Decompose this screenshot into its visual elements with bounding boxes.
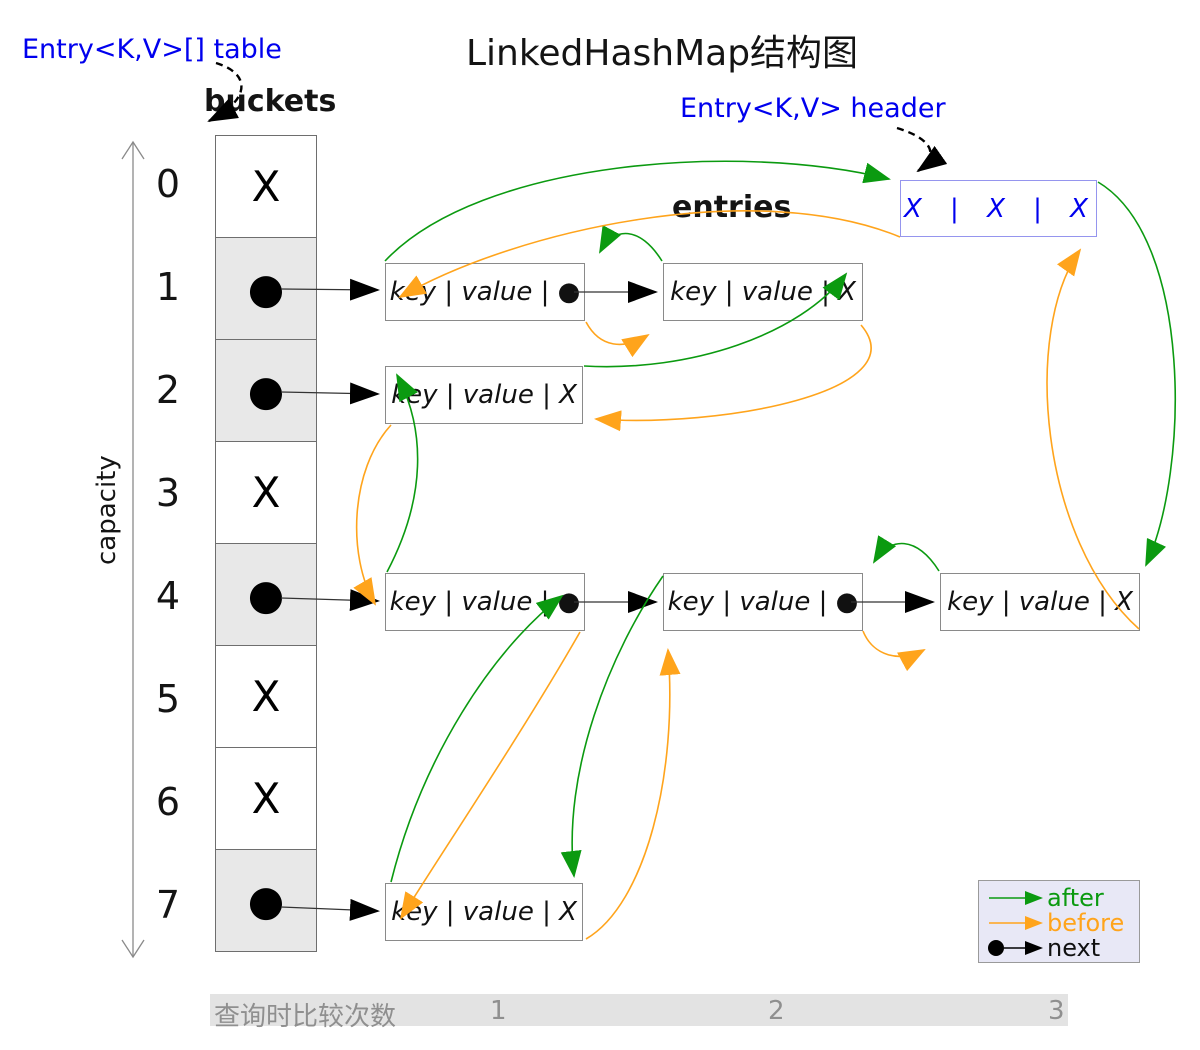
legend: after before next — [978, 880, 1140, 963]
bucket-cell-0: X — [215, 135, 317, 238]
after-arrow-row1-loop — [599, 225, 663, 262]
legend-label-before: before — [1047, 908, 1125, 937]
bucket-cell-6: X — [215, 747, 317, 850]
after-arrow-header-to-row4 — [1097, 181, 1177, 567]
entry-node-bucket1-second: key | value | X — [663, 263, 863, 321]
after-arrow-row7-to-row4 — [390, 594, 564, 883]
bucket-index-6: 6 — [155, 780, 180, 824]
bucket-cell-value: X — [251, 774, 281, 823]
bucket-index-0: 0 — [155, 162, 180, 206]
legend-item-next: next — [985, 935, 1139, 960]
after-arrow-icon — [989, 890, 1043, 905]
bucket-pointer-dot: ● — [247, 366, 285, 415]
before-arrow-row4-to-row7 — [399, 631, 581, 920]
entry-node-text: key | value | ● — [667, 587, 859, 617]
buckets-label: buckets — [204, 84, 337, 119]
entry-node-bucket4-first: key | value | ● — [385, 573, 585, 631]
comparison-count-1: 1 — [490, 996, 507, 1026]
bucket-pointer-dot: ● — [247, 264, 285, 313]
entry-node-bucket4-third: key | value | X — [940, 573, 1140, 631]
comparison-count-2: 2 — [768, 996, 785, 1026]
header-node-text: X | X | X — [903, 193, 1093, 224]
entry-node-bucket7-first: key | value | X — [385, 883, 583, 941]
bucket-index-3: 3 — [155, 471, 180, 515]
bucket-pointer-dot: ● — [247, 876, 285, 925]
bucket-cell-4: ● — [215, 543, 317, 646]
bucket-index-2: 2 — [155, 368, 180, 412]
entry-node-bucket1-first: key | value | ● — [385, 263, 585, 321]
entry-node-text: key | value | ● — [389, 277, 581, 307]
before-arrow-row4-loop — [862, 630, 926, 672]
after-arrow-row4-loop — [872, 535, 940, 572]
before-arrow-row7-to-row4 — [585, 648, 681, 940]
comparison-count-band: 查询时比较次数 1 2 3 — [210, 994, 1068, 1032]
legend-label-next: next — [1047, 933, 1101, 962]
legend-item-before: before — [985, 910, 1139, 935]
before-arrow-row1-to-row2 — [594, 324, 872, 432]
entry-node-text: key | value | X — [391, 897, 577, 927]
after-arrow-to-header — [384, 160, 891, 262]
bucket-cell-value: X — [251, 672, 281, 721]
comparison-count-label: 查询时比较次数 — [214, 1002, 397, 1032]
bucket-index-4: 4 — [155, 574, 180, 618]
legend-item-after: after — [985, 885, 1139, 910]
bucket-cell-value: X — [251, 468, 281, 517]
after-arrow-row4-to-row7 — [560, 575, 664, 878]
header-node: X | X | X — [900, 180, 1097, 237]
before-arrow-row1-loop — [585, 321, 650, 358]
entry-node-text: key | value | X — [947, 587, 1133, 617]
next-arrow-icon — [988, 939, 1043, 956]
comparison-count-3: 3 — [1048, 996, 1065, 1026]
bucket-cell-3: X — [215, 441, 317, 544]
bucket-index-5: 5 — [155, 677, 180, 721]
bucket-cell-value: X — [251, 162, 281, 211]
bucket-cell-2: ● — [215, 339, 317, 442]
page-title: LinkedHashMap结构图 — [465, 33, 859, 74]
table-reference-label: Entry<K,V>[] table — [22, 34, 282, 65]
before-arrow-icon — [989, 915, 1043, 930]
bucket-pointer-dot: ● — [247, 570, 285, 619]
entries-label: entries — [672, 190, 792, 225]
entry-node-bucket4-second: key | value | ● — [663, 573, 863, 631]
legend-label-after: after — [1047, 883, 1104, 912]
bucket-cell-7: ● — [215, 849, 317, 952]
bucket-cell-5: X — [215, 645, 317, 748]
entry-node-text: key | value | ● — [389, 587, 581, 617]
entry-node-text: key | value | X — [670, 277, 856, 307]
bucket-cell-1: ● — [215, 237, 317, 340]
entry-node-text: key | value | X — [391, 380, 577, 410]
entry-node-bucket2-first: key | value | X — [385, 366, 583, 424]
bucket-index-1: 1 — [155, 265, 180, 309]
header-reference-label: Entry<K,V> header — [680, 93, 946, 124]
bucket-index-7: 7 — [155, 883, 180, 927]
header-reference-arrow — [896, 126, 948, 173]
